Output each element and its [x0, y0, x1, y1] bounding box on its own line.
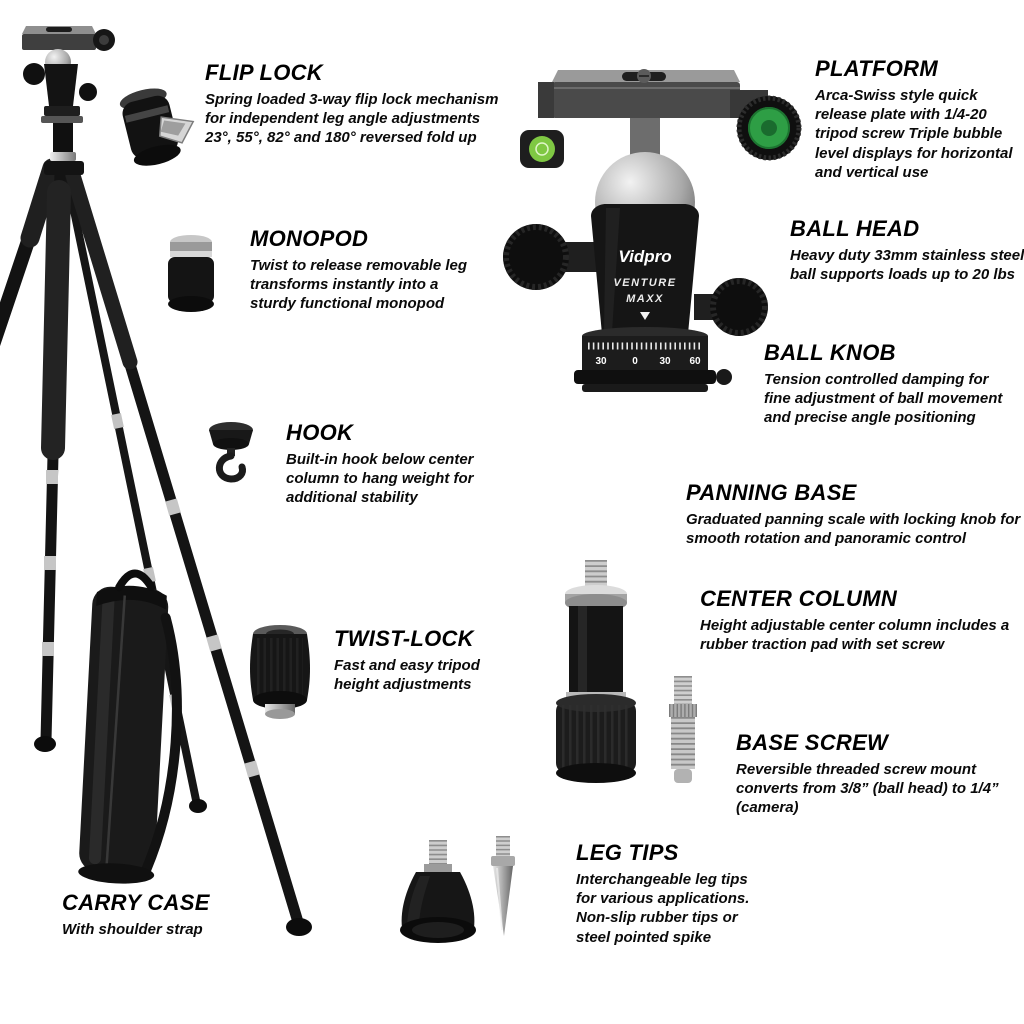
spike-tip [491, 836, 515, 936]
annotation-title: LEG TIPS [576, 840, 679, 865]
brand-model-1: VENTURE [613, 277, 676, 289]
monopod-graphic [168, 235, 214, 312]
annotation-title: MONOPOD [250, 226, 369, 251]
carry-case-graphic [78, 569, 182, 884]
annotation-desc: Reversible threaded screw mount converts… [736, 761, 999, 817]
annotation-center-column: CENTER COLUMN Height adjustable center c… [700, 586, 1020, 654]
case-handle [115, 569, 156, 592]
scale-label: 60 [689, 356, 701, 367]
twist-lock-graphic [250, 625, 310, 719]
annotation-twist-lock: TWIST-LOCK Fast and easy tripod height a… [334, 626, 524, 694]
annotation-desc: Height adjustable center column includes… [700, 617, 1010, 654]
annotation-panning-base: PANNING BASE Graduated panning scale wit… [686, 480, 1021, 548]
annotation-title: BALL HEAD [790, 216, 920, 241]
bubble-level [520, 130, 564, 168]
brand-logo: Vidpro [618, 247, 671, 266]
annotation-hook: HOOK Built-in hook below center column t… [286, 420, 506, 508]
annotation-leg-tips: LEG TIPS Interchangeable leg tips for va… [576, 840, 754, 947]
annotation-desc: Fast and easy tripod height adjustments [334, 657, 480, 694]
zipper-line [105, 595, 127, 866]
annotation-title: CENTER COLUMN [700, 586, 898, 611]
flip-lock-graphic [119, 88, 195, 166]
panning-base-graphic: 30 0 30 60 [574, 327, 732, 392]
annotation-desc: Heavy duty 33mm stainless steel ball sup… [790, 247, 1024, 284]
annotation-title: HOOK [286, 420, 354, 445]
tension-knob [503, 224, 600, 290]
annotation-carry-case: CARRY CASE With shoulder strap [62, 890, 292, 939]
annotation-title: BALL KNOB [764, 340, 896, 365]
brand-model-2: MAXX [626, 293, 664, 305]
scale-label: 0 [632, 356, 638, 367]
annotation-desc: Built-in hook below center column to han… [286, 451, 474, 507]
leg-tips-graphic [400, 836, 515, 943]
annotation-ball-head: BALL HEAD Heavy duty 33mm stainless stee… [790, 216, 1024, 284]
annotation-title: TWIST-LOCK [334, 626, 474, 651]
annotation-title: CARRY CASE [62, 890, 210, 915]
scale-label: 30 [595, 356, 607, 367]
shoulder-strap [141, 612, 182, 875]
annotation-base-screw: BASE SCREW Reversible threaded screw mou… [736, 730, 1024, 818]
annotation-desc: Twist to release removable leg transform… [250, 257, 468, 313]
annotation-title: BASE SCREW [736, 730, 889, 755]
annotation-monopod: MONOPOD Twist to release removable leg t… [250, 226, 485, 314]
annotation-title: PLATFORM [815, 56, 938, 81]
annotation-platform: PLATFORM Arca-Swiss style quick release … [815, 56, 1020, 182]
rubber-tip [400, 840, 476, 943]
pan-lock-knob [716, 369, 732, 385]
qr-plate [538, 69, 740, 118]
plate-lock-knob [730, 90, 802, 161]
base-screw-graphic [669, 676, 697, 783]
annotation-desc: Arca-Swiss style quick release plate wit… [815, 87, 1013, 181]
annotation-desc: With shoulder strap [62, 921, 203, 938]
annotation-desc: Tension controlled damping for fine adju… [764, 371, 1003, 427]
annotation-desc: Graduated panning scale with locking kno… [686, 511, 1021, 548]
index-arrow-icon [640, 312, 650, 320]
annotation-title: PANNING BASE [686, 480, 857, 505]
annotation-desc: Spring loaded 3-way flip lock mechanism … [205, 91, 499, 147]
ball-head-graphic: Vidpro VENTURE MAXX 30 0 30 60 [503, 69, 802, 392]
front-leg [34, 166, 71, 752]
center-column-graphic [556, 560, 636, 783]
hook-graphic [209, 422, 253, 483]
annotation-ball-knob: BALL KNOB Tension controlled damping for… [764, 340, 1014, 428]
right-leg [64, 164, 312, 936]
scale-label: 30 [659, 356, 671, 367]
tripod-head [22, 26, 115, 175]
annotation-desc: Interchangeable leg tips for various app… [576, 871, 750, 946]
ball-knob-graphic [694, 278, 768, 336]
annotation-title: FLIP LOCK [205, 60, 323, 85]
annotation-flip-lock: FLIP LOCK Spring loaded 3-way flip lock … [205, 60, 505, 148]
